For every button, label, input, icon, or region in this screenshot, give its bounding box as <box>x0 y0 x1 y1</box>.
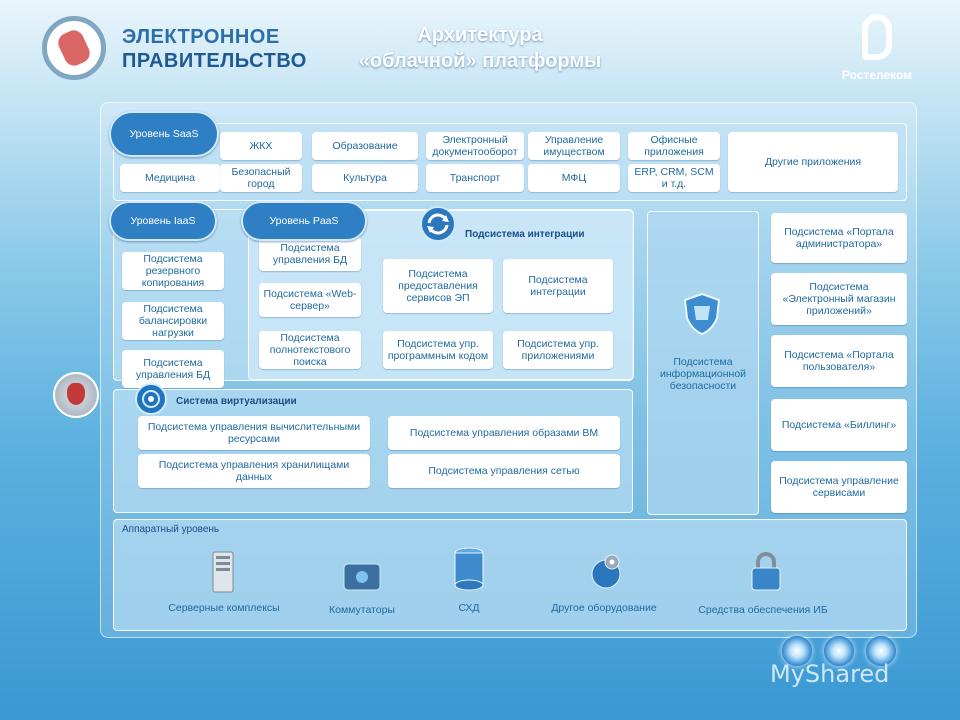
virtualization-panel: Система виртуализации Подсистема управле… <box>113 383 633 513</box>
integration-label: Подсистема интеграции <box>465 229 585 240</box>
rostelecom-mark-icon <box>862 14 892 60</box>
saas-item-office: Офисные приложения <box>628 132 720 160</box>
virtualization-target-icon <box>135 383 167 415</box>
saas-item-edo: Электронный документооборот <box>426 132 524 160</box>
hw-security-label: Средства обеспечения ИБ <box>698 604 828 616</box>
hardware-label: Аппаратный уровень <box>122 524 220 535</box>
integration-item-integration: Подсистема интеграции <box>503 259 613 313</box>
saas-item-mfc: МФЦ <box>528 164 620 192</box>
hw-storage-label: СХД <box>458 602 480 614</box>
integration-item-ep: Подсистема предоставления сервисов ЭП <box>383 259 493 313</box>
virt-item-compute: Подсистема управления вычислительными ре… <box>138 416 370 450</box>
gears-icon <box>591 554 621 589</box>
saas-item-education: Образование <box>312 132 418 160</box>
saas-item-erp: ERP, CRM, SCM и т.д. <box>628 164 720 192</box>
platform-panel: Подсистема резервного копирования Подсис… <box>113 206 634 388</box>
saas-panel: ЖКХ Образование Электронный документообо… <box>113 123 907 201</box>
saas-item-property: Управление имуществом <box>528 132 620 160</box>
logo-left-line2: ПРАВИТЕЛЬСТВО <box>122 50 307 72</box>
hw-switches-label: Коммутаторы <box>329 604 395 616</box>
saas-item-medicine: Медицина <box>120 164 220 192</box>
lock-icon <box>751 552 781 591</box>
e-government-logo: ЭЛЕКТРОННОЕ ПРАВИТЕЛЬСТВО <box>42 16 312 86</box>
iaas-item-balancing: Подсистема балансировки нагрузки <box>122 302 224 340</box>
logo-left-line1: ЭЛЕКТРОННОЕ <box>122 26 280 48</box>
e-government-emblem-icon <box>42 16 106 80</box>
right-item-service-mgmt: Подсистема управление сервисами <box>771 461 907 513</box>
watermark: MyShared <box>770 660 890 688</box>
nav-button-3[interactable] <box>866 636 896 666</box>
integration-item-code: Подсистема упр. программным кодом <box>383 331 493 369</box>
virtualization-label: Система виртуализации <box>176 396 297 407</box>
rostelecom-logo: Ростелеком <box>832 14 922 90</box>
paas-item-db: Подсистема управления БД <box>259 237 361 271</box>
integration-item-apps: Подсистема упр. приложениями <box>503 331 613 369</box>
network-switch-icon <box>343 563 381 591</box>
saas-item-culture: Культура <box>312 164 418 192</box>
right-item-billing: Подсистема «Биллинг» <box>771 399 907 451</box>
saas-item-other: Другие приложения <box>728 132 898 192</box>
right-item-app-store: Подсистема «Электронный магазин приложен… <box>771 273 907 325</box>
iaas-item-db: Подсистема управления БД <box>122 350 224 388</box>
hardware-panel: Аппаратный уровень Серверные комплексы К… <box>113 519 907 631</box>
right-item-user-portal: Подсистема «Портала пользователя» <box>771 335 907 387</box>
nav-button-1[interactable] <box>782 636 812 666</box>
saas-level-cloud: Уровень SaaS <box>109 111 219 157</box>
sync-icon <box>420 206 456 242</box>
nav-button-2[interactable] <box>824 636 854 666</box>
saas-item-transport: Транспорт <box>426 164 524 192</box>
security-label: Подсистема информационной безопасности <box>659 356 747 392</box>
paas-item-search: Подсистема полнотекстового поиска <box>259 331 361 369</box>
iaas-level-cloud: Уровень IaaS <box>109 201 217 241</box>
hw-other-label: Другое оборудование <box>551 602 657 614</box>
saas-item-zhkh: ЖКХ <box>220 132 302 160</box>
virt-item-images: Подсистема управления образами ВМ <box>388 416 620 450</box>
virt-item-network: Подсистема управления сетью <box>388 454 620 488</box>
storage-icon <box>454 547 484 591</box>
saas-item-safe-city: Безопасный город <box>220 164 302 192</box>
virt-item-storage: Подсистема управления хранилищами данных <box>138 454 370 488</box>
server-icon <box>212 551 234 593</box>
title-line2: «облачной» платформы <box>358 50 602 72</box>
title-line1: Архитектура <box>417 24 543 46</box>
paas-item-web: Подсистема «Web-сервер» <box>259 283 361 317</box>
right-item-admin-portal: Подсистема «Портала администратора» <box>771 213 907 263</box>
shield-icon <box>683 292 721 336</box>
paas-level-cloud: Уровень PaaS <box>241 201 367 241</box>
rostelecom-label: Ростелеком <box>841 68 913 82</box>
architecture-frame: ЖКХ Образование Электронный документообо… <box>100 102 917 638</box>
iaas-item-backup: Подсистема резервного копирования <box>122 252 224 290</box>
hw-servers-label: Серверные комплексы <box>168 602 280 614</box>
page-title: Архитектура «облачной» платформы <box>330 22 630 74</box>
security-panel: Подсистема информационной безопасности <box>647 211 759 515</box>
coat-of-arms-icon <box>53 372 99 418</box>
